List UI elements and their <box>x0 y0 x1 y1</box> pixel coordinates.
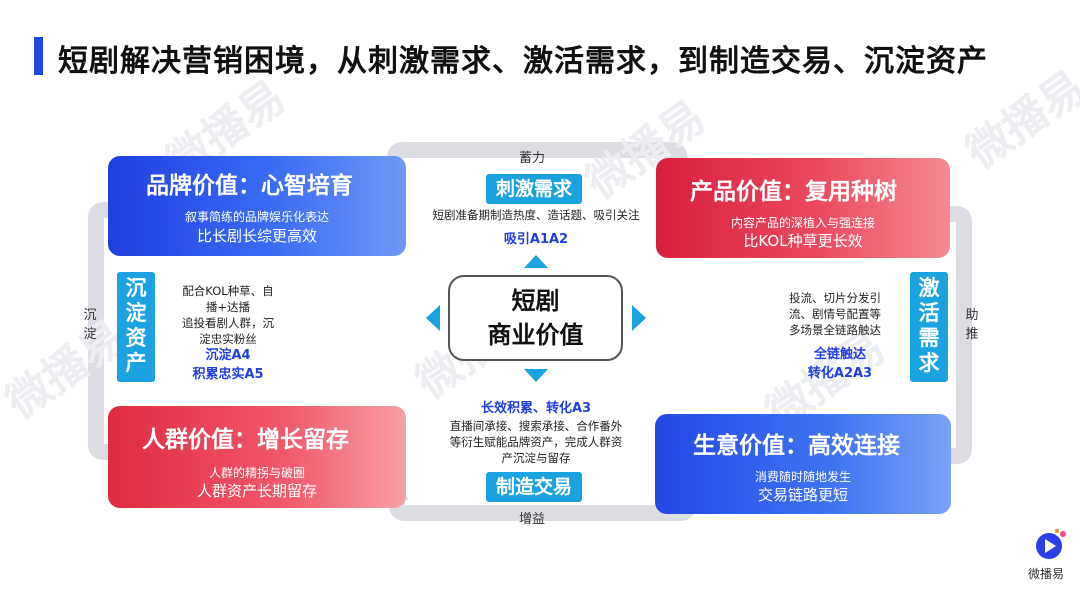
accumulate-desc-line-4: 淀忠实粉丝 <box>199 332 257 346</box>
accumulate-desc-line-2: 播+达播 <box>205 300 251 314</box>
center-business-value-box: 短剧 商业价值 <box>448 275 623 361</box>
edge-label-top: 蓄力 <box>519 151 546 166</box>
activate-code-line-1: 全链触达 <box>813 347 866 362</box>
stimulate-code: 吸引A1A2 <box>503 232 569 247</box>
activate-desc: 投流、切片分发引 流、剧情号配置等 多场景全链路触达 <box>770 290 900 338</box>
transact-desc-line-3: 产沉淀与留存 <box>501 451 571 465</box>
card-brand-sub1: 叙事简练的品牌娱乐化表达 <box>184 210 329 224</box>
card-business-value: 生意价值：高效连接 消费随时随地发生 交易链路更短 <box>655 414 951 514</box>
activate-label: 激活需求 <box>918 276 940 375</box>
accumulate-code: 沉淀A4 积累忠实A5 <box>168 346 288 384</box>
tag-activate-demand: 激活需求 <box>910 272 948 382</box>
accumulate-desc-line-1: 配合KOL种草、自 <box>182 284 274 298</box>
tag-accumulate-assets: 沉淀资产 <box>117 272 155 382</box>
card-brand-value: 品牌价值：心智培育 叙事简练的品牌娱乐化表达 比长剧长综更高效 <box>108 156 406 256</box>
transact-desc-line-1: 直播间承接、搜索承接、合作番外 <box>449 419 623 433</box>
card-product-heading: 产品价值：复用种树 <box>690 179 897 205</box>
card-crowd-sub1: 人群的精拐与破圈 <box>208 466 305 480</box>
tag-stimulate-demand: 刺激需求 <box>486 174 582 204</box>
title-accent-bar <box>34 37 43 75</box>
accumulate-desc: 配合KOL种草、自 播+达播 追投看剧人群，沉 淀忠实粉丝 <box>168 283 288 347</box>
accumulate-label: 沉淀资产 <box>125 276 147 375</box>
accumulate-code-line-1: 沉淀A4 <box>205 348 251 363</box>
card-brand-heading: 品牌价值：心智培育 <box>146 173 353 199</box>
tag-create-transaction: 制造交易 <box>486 472 582 502</box>
triangle-up <box>524 255 548 268</box>
card-business-sub2: 交易链路更短 <box>757 486 848 504</box>
play-logo-icon <box>1036 529 1066 559</box>
watermark-text-6: 微播易 <box>956 62 1080 180</box>
edge-label-left: 沉淀 <box>83 308 97 342</box>
card-product-sub1: 内容产品的深植入与强连接 <box>730 216 875 230</box>
edge-label-bottom: 增益 <box>519 512 546 527</box>
transact-desc: 直播间承接、搜索承接、合作番外 等衍生赋能品牌资产，完成人群资 产沉淀与留存 <box>420 418 652 466</box>
accumulate-code-line-2: 积累忠实A5 <box>192 367 264 382</box>
loop-arrow-top <box>387 142 688 178</box>
transact-code: 长效积累、转化A3 <box>480 401 592 416</box>
card-product-value: 产品价值：复用种树 内容产品的深植入与强连接 比KOL种草更长效 <box>656 158 950 258</box>
triangle-down <box>524 369 548 382</box>
transact-desc-line-2: 等衍生赋能品牌资产，完成人群资 <box>449 435 623 449</box>
triangle-left <box>426 305 440 331</box>
loop-arrow-left <box>88 202 132 460</box>
activate-code-line-2: 转化A2A3 <box>807 366 873 381</box>
card-business-sub1: 消费随时随地发生 <box>754 470 851 484</box>
triangle-right <box>632 305 646 331</box>
stimulate-desc: 短剧准备期制造热度、造话题、吸引关注 <box>432 208 640 222</box>
logo-text: 微播易 <box>1028 567 1065 581</box>
loop-arrow-right <box>927 206 972 464</box>
center-line1: 短剧 <box>511 287 560 315</box>
card-crowd-sub2: 人群资产长期留存 <box>196 482 317 500</box>
edge-label-right: 助推 <box>965 308 979 342</box>
page-title: 短剧解决营销困境，从刺激需求、激活需求，到制造交易、沉淀资产 <box>58 44 988 79</box>
activate-code: 全链触达 转化A2A3 <box>790 345 890 383</box>
accumulate-desc-line-3: 追投看剧人群，沉 <box>182 316 274 330</box>
activate-desc-line-2: 流、剧情号配置等 <box>789 307 881 321</box>
activate-desc-line-3: 多场景全链路触达 <box>789 323 881 337</box>
card-brand-sub2: 比长剧长综更高效 <box>196 227 317 245</box>
card-product-sub2: 比KOL种草更长效 <box>743 232 863 250</box>
center-line2: 商业价值 <box>487 321 584 349</box>
card-business-heading: 生意价值：高效连接 <box>693 433 900 459</box>
card-crowd-heading: 人群价值：增长留存 <box>142 427 349 453</box>
activate-desc-line-1: 投流、切片分发引 <box>789 291 881 305</box>
card-crowd-value: 人群价值：增长留存 人群的精拐与破圈 人群资产长期留存 <box>108 406 406 508</box>
